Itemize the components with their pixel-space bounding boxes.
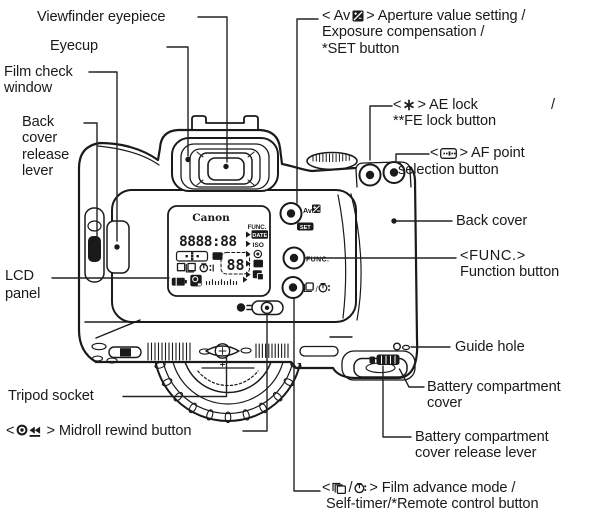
thumb-dial: [306, 151, 358, 171]
leader-aperture-button: [296, 18, 319, 204]
leader-eyecup: [166, 46, 189, 157]
af-point-selection-button[interactable]: [382, 161, 406, 184]
af-area-indicator: [175, 250, 209, 262]
midroll-rewind-icon: [14, 423, 46, 439]
af-point-selection-icon: [438, 145, 459, 161]
battery-cover-release-lever-part[interactable]: [369, 354, 400, 366]
label-ae-lock: <> AE lock/ **FE lock button: [393, 97, 555, 130]
function-button[interactable]: [282, 246, 306, 270]
dot-film-check-window: [114, 244, 120, 250]
lcd-drive-mode-icons: [176, 262, 214, 273]
exposure-compensation-icon: [350, 8, 366, 24]
label-guide-hole: Guide hole: [455, 339, 525, 355]
label-af-point-line1: <> AF point: [430, 145, 525, 161]
self-timer-icon: [352, 480, 369, 496]
leader-battery-release: [382, 365, 412, 438]
lcd-date-badge: [251, 230, 268, 239]
label-af-point-line2: selection button: [398, 162, 499, 178]
func-button-label: FUNC.: [306, 257, 329, 264]
lcd-date-text: DATE: [252, 233, 267, 239]
label-midroll-rewind: <> Midroll rewind button: [6, 423, 192, 439]
label-aperture-button: < Av> Aperture value setting / Exposure …: [322, 8, 526, 57]
aperture-set-button[interactable]: [279, 202, 303, 225]
frame-counter-frame: [220, 251, 251, 275]
leader-tripod-socket: [122, 357, 228, 398]
dot-back-cover: [391, 218, 397, 224]
leader-battery-cover: [398, 368, 425, 388]
lens-mount: [154, 363, 302, 424]
svg-text:/: /: [316, 285, 319, 294]
battery-grip: [341, 342, 416, 381]
film-advance-mode-icon: [330, 480, 348, 496]
dot-viewfinder-eyepiece: [223, 163, 229, 170]
leader-lines: [51, 16, 457, 492]
multi-frame-mode-icon: [252, 270, 264, 281]
ae-lock-star-icon: [401, 97, 417, 113]
leader-midroll-rewind: [242, 314, 268, 432]
battery-level-icon: [171, 277, 187, 286]
leader-viewfinder-eyepiece: [197, 16, 228, 163]
thumb-grip-curves: [337, 193, 362, 321]
label-tripod-socket: Tripod socket: [8, 388, 94, 404]
lcd-panel-part: Canon FUNC. 8888:88 DATE ISO 88: [167, 205, 271, 297]
base-plate: [84, 319, 353, 367]
film-advance-selftimer-button-label: /: [303, 282, 330, 294]
guide-hole-part: [393, 342, 411, 351]
red-eye-icon: [253, 249, 263, 259]
speaker-grille-left: [147, 342, 191, 361]
leader-film-check-window: [88, 71, 118, 242]
film-cartridge-icon: [190, 274, 202, 287]
top-plate-edge: [97, 145, 160, 166]
label-viewfinder-eyepiece: Viewfinder eyepiece: [37, 9, 166, 25]
lcd-black-badge: [212, 252, 223, 260]
av-button-label: Av: [303, 206, 312, 215]
set-badge-text: SET: [300, 225, 311, 231]
single-frame-mode-icon: [253, 259, 263, 268]
leader-back-cover-release-lever: [83, 122, 98, 239]
midroll-rewind-button-part[interactable]: [236, 300, 284, 316]
ae-lock-button[interactable]: [358, 163, 382, 187]
frame-counter: 88: [226, 256, 244, 274]
lcd-iso-label: ISO: [253, 242, 264, 249]
leader-ae-lock: [369, 105, 393, 161]
leader-af-point: [395, 153, 430, 163]
lcd-digits: 8888:88: [179, 234, 237, 250]
film-advance-selftimer-button[interactable]: [281, 276, 305, 299]
lcd-func-label: FUNC.: [248, 224, 267, 231]
dot-eyecup: [185, 156, 191, 163]
leader-film-advance: [293, 297, 321, 492]
label-back-cover: Back cover: [456, 213, 528, 229]
speaker-grille-right: [255, 343, 289, 359]
back-cover-release-lever-part[interactable]: [84, 207, 105, 283]
label-function-button: <FUNC.> Function button: [460, 248, 560, 281]
hot-shoe: [191, 115, 259, 130]
set-badge: [297, 222, 314, 231]
label-eyecup: Eyecup: [50, 38, 99, 54]
label-film-advance: </> Film advance mode / Self-timer/*Remo…: [322, 480, 539, 513]
canon-logo: Canon: [192, 212, 230, 224]
exposure-compensation-icon-small: [312, 204, 321, 213]
tripod-socket-part: [205, 343, 240, 367]
exposure-scale: [205, 279, 238, 286]
